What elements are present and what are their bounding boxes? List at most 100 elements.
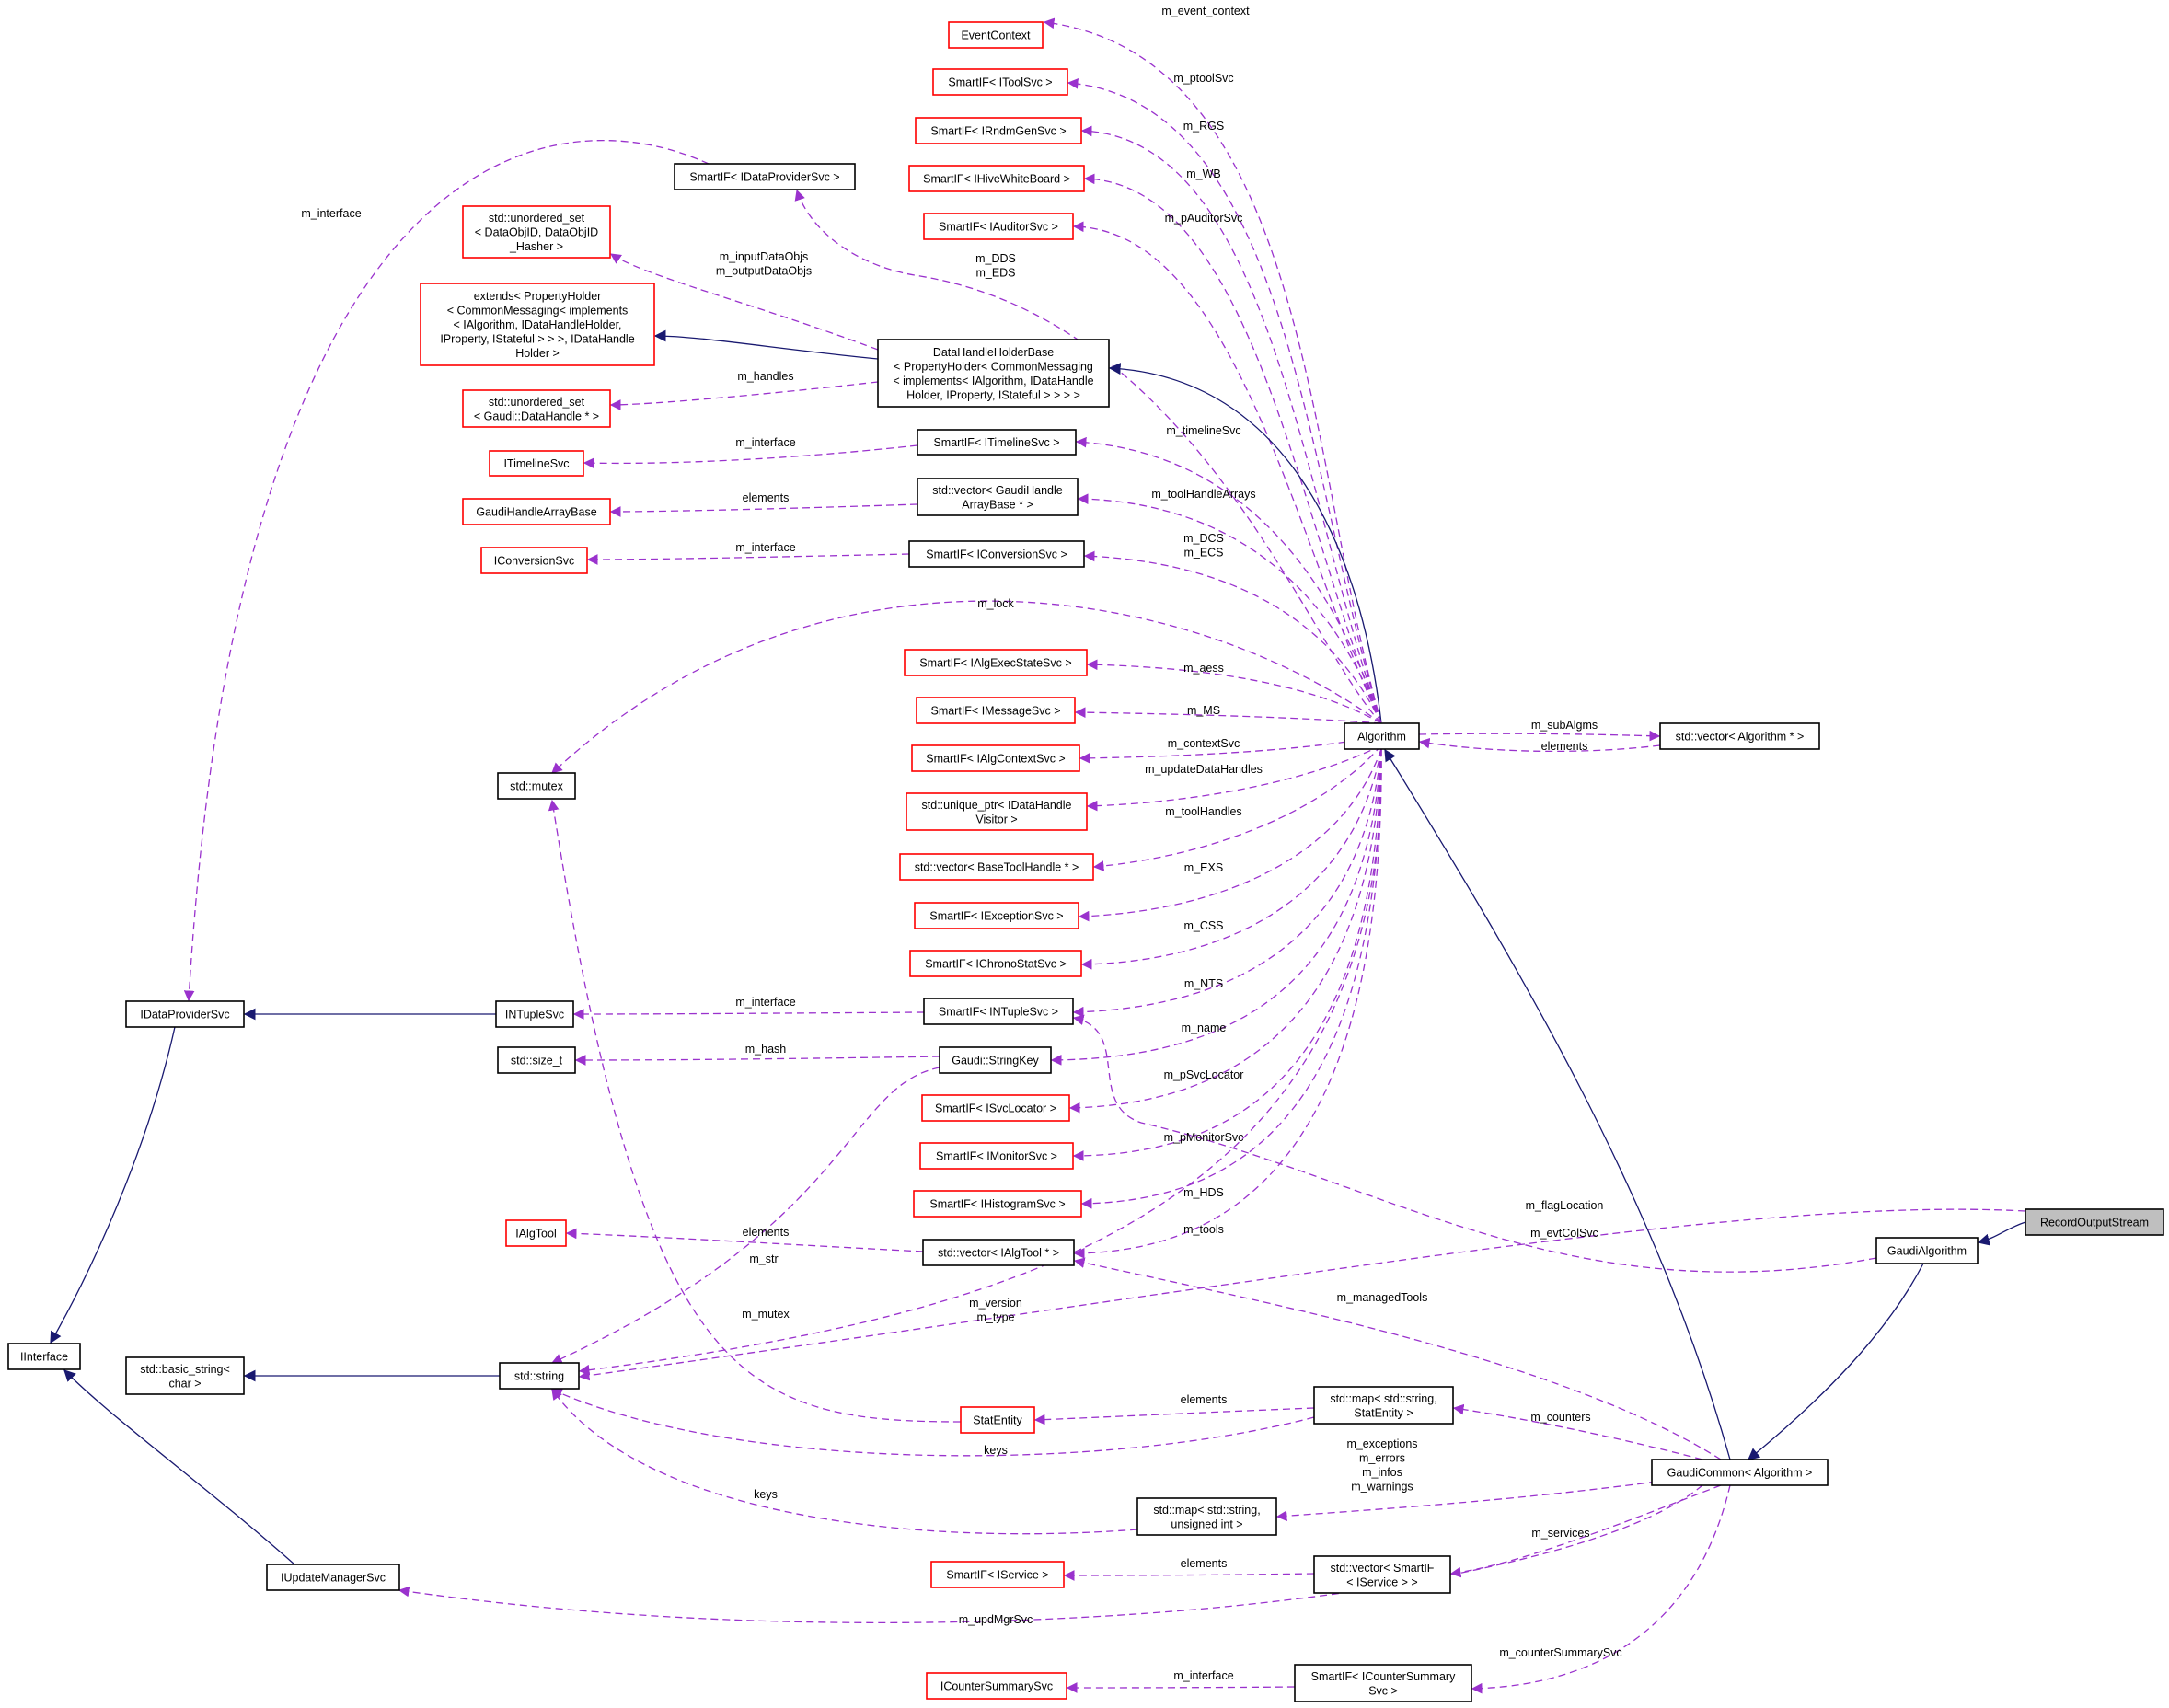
node-box xyxy=(1313,1555,1451,1594)
class-node-gaudihandlearraybase[interactable]: GaudiHandleArrayBase xyxy=(462,498,611,525)
class-node-smartif-ialgexecstatesvc[interactable]: SmartIF< IAlgExecStateSvc > xyxy=(904,649,1088,676)
edge-label-updatedatahandles: m_updateDataHandles xyxy=(1145,763,1263,776)
edge-label-mutex-stat: m_mutex xyxy=(742,1308,790,1321)
usage-edge-aess xyxy=(1086,659,1382,724)
class-node-smartif-ihivewhiteboard[interactable]: SmartIF< IHiveWhiteBoard > xyxy=(908,165,1085,192)
usage-edge-elements-service xyxy=(1063,1570,1315,1581)
class-node-idataprovidersvc[interactable]: IDataProviderSvc xyxy=(125,1000,245,1028)
class-node-vector-algorithm[interactable]: std::vector< Algorithm * > xyxy=(1659,722,1820,750)
class-node-unordered-set-datahandle[interactable]: std::unordered_set< Gaudi::DataHandle * … xyxy=(462,389,611,428)
class-node-algorithm[interactable]: Algorithm xyxy=(1344,722,1420,750)
edge-label-psvclocator: m_pSvcLocator xyxy=(1164,1068,1244,1081)
class-node-smartif-ihistogramsvc[interactable]: SmartIF< IHistogramSvc > xyxy=(913,1190,1082,1218)
edge-label-subalgms: m_subAlgms xyxy=(1531,719,1598,732)
usage-edge-toolhandles xyxy=(1092,744,1382,871)
class-node-unordered-set-dataobjid[interactable]: std::unordered_set< DataObjID, DataObjID… xyxy=(462,205,611,259)
node-label: SmartIF< IHiveWhiteBoard > xyxy=(923,173,1070,186)
edge-label-contextsvc: m_contextSvc xyxy=(1168,737,1240,750)
class-node-gaudialgorithm[interactable]: GaudiAlgorithm xyxy=(1875,1237,1979,1264)
class-node-datahandleholderbase[interactable]: DataHandleHolderBase< PropertyHolder< Co… xyxy=(877,339,1110,408)
class-node-map-string-unsignedint[interactable]: std::map< std::string,unsigned int > xyxy=(1136,1497,1277,1536)
node-box xyxy=(499,1362,580,1390)
usage-edge-iface-countersummary xyxy=(1066,1682,1296,1693)
class-node-smartif-iservice[interactable]: SmartIF< IService > xyxy=(930,1561,1065,1588)
inheritance-edge-inherit-dataprov-iface xyxy=(50,1026,176,1344)
usage-edge-iface-timeline xyxy=(583,444,918,469)
class-node-basic-string-char[interactable]: std::basic_string<char > xyxy=(125,1356,245,1395)
node-box xyxy=(1294,1664,1472,1702)
class-node-statentity[interactable]: StatEntity xyxy=(960,1406,1035,1434)
class-node-smartif-isvclocator[interactable]: SmartIF< ISvcLocator > xyxy=(921,1094,1070,1122)
node-label: EventContext xyxy=(961,29,1031,42)
class-node-smartif-intuplesvc[interactable]: SmartIF< INTupleSvc > xyxy=(923,998,1074,1025)
node-label: StatEntity xyxy=(973,1414,1022,1427)
class-node-smartif-itimelinesvc[interactable]: SmartIF< ITimelineSvc > xyxy=(917,429,1077,456)
node-label: std::map< std::string,unsigned int > xyxy=(1153,1504,1260,1531)
class-node-vector-smartif-iservice[interactable]: std::vector< SmartIF< IService > > xyxy=(1313,1555,1451,1594)
edge-label-name: m_name xyxy=(1182,1021,1227,1034)
inheritance-edge-inherit-dhhb xyxy=(1108,363,1382,724)
class-node-intuplesvc[interactable]: INTupleSvc xyxy=(495,1000,574,1028)
node-label: ICounterSummarySvc xyxy=(940,1680,1053,1693)
class-node-smartif-itoolsvc[interactable]: SmartIF< IToolSvc > xyxy=(932,68,1068,96)
class-node-recordoutputstream[interactable]: RecordOutputStream xyxy=(2025,1208,2164,1236)
node-box xyxy=(919,1142,1074,1170)
class-node-extends-propertyholder[interactable]: extends< PropertyHolder< CommonMessaging… xyxy=(420,283,655,366)
class-node-smartif-iexceptionsvc[interactable]: SmartIF< IExceptionSvc > xyxy=(914,902,1079,929)
edge-label-str: m_str xyxy=(749,1252,778,1265)
class-node-ialgtool[interactable]: IAlgTool xyxy=(505,1219,567,1247)
class-node-vector-basetoolhandle[interactable]: std::vector< BaseToolHandle * > xyxy=(899,853,1094,881)
class-node-std-string[interactable]: std::string xyxy=(499,1362,580,1390)
edge-label-evtcolsvc: m_evtColSvc xyxy=(1530,1227,1598,1240)
usage-edge-subalgms xyxy=(1418,730,1661,742)
node-box xyxy=(908,165,1085,192)
class-node-vector-ialgtool[interactable]: std::vector< IAlgTool * > xyxy=(922,1239,1075,1266)
class-node-std-size-t[interactable]: std::size_t xyxy=(497,1046,576,1074)
class-node-smartif-irndmgensvc[interactable]: SmartIF< IRndmGenSvc > xyxy=(915,117,1082,144)
class-node-smartif-ichronostatsvc[interactable]: SmartIF< IChronoStatSvc > xyxy=(909,950,1082,977)
class-node-std-mutex[interactable]: std::mutex xyxy=(497,772,576,800)
usage-edge-psvclocator xyxy=(1068,748,1382,1114)
class-node-smartif-iauditorsvc[interactable]: SmartIF< IAuditorSvc > xyxy=(923,213,1074,240)
class-node-event-context[interactable]: EventContext xyxy=(948,21,1044,49)
node-box xyxy=(462,389,611,428)
class-node-gaudi-stringkey[interactable]: Gaudi::StringKey xyxy=(939,1046,1052,1074)
class-node-iupdatemanagersvc[interactable]: IUpdateManagerSvc xyxy=(266,1564,400,1591)
edge-label-lock: m_lock xyxy=(977,597,1014,610)
usage-edge-elements-algtool xyxy=(565,1228,924,1252)
node-box xyxy=(923,213,1074,240)
usage-edge-toolhandlearrays xyxy=(1077,493,1382,724)
edge-label-iface-ntuple: m_interface xyxy=(735,996,795,1009)
class-node-map-string-statentity[interactable]: std::map< std::string,StatEntity > xyxy=(1313,1386,1454,1425)
usage-edge-evtcolsvc xyxy=(1072,1014,1877,1273)
edge-label-pmonitorsvc: m_pMonitorSvc xyxy=(1164,1131,1244,1144)
edge-label-services: m_services xyxy=(1531,1527,1589,1540)
class-node-iinterface[interactable]: IInterface xyxy=(7,1343,81,1370)
edge-label-css: m_CSS xyxy=(1183,919,1223,932)
class-node-iconversionsvc[interactable]: IConversionSvc xyxy=(480,547,588,574)
usage-edge-hds xyxy=(1080,748,1382,1209)
class-node-smartif-idataprovidersvc[interactable]: SmartIF< IDataProviderSvc > xyxy=(674,163,856,190)
class-node-smartif-imonitorsvc[interactable]: SmartIF< IMonitorSvc > xyxy=(919,1142,1074,1170)
edge-label-exs: m_EXS xyxy=(1184,861,1223,874)
node-label: std::vector< BaseToolHandle * > xyxy=(915,861,1079,874)
usage-edge-handles xyxy=(609,381,879,410)
node-box xyxy=(917,478,1079,516)
class-node-itimelinesvc[interactable]: ITimelineSvc xyxy=(489,450,584,477)
class-node-smartif-imessagesvc[interactable]: SmartIF< IMessageSvc > xyxy=(916,697,1076,724)
class-node-icountersummarysvc[interactable]: ICounterSummarySvc xyxy=(926,1672,1067,1700)
usage-edge-timelinesvc xyxy=(1075,436,1382,724)
class-node-smartif-iconversionsvc[interactable]: SmartIF< IConversionSvc > xyxy=(908,540,1085,568)
node-box xyxy=(266,1564,400,1591)
edge-label-tools: m_tools xyxy=(1183,1223,1224,1236)
edge-label-aess: m_aess xyxy=(1183,662,1224,675)
class-node-gaudicommon-algorithm[interactable]: GaudiCommon< Algorithm > xyxy=(1651,1459,1829,1486)
class-node-smartif-ialgcontextsvc[interactable]: SmartIF< IAlgContextSvc > xyxy=(911,744,1080,772)
node-box xyxy=(913,1190,1082,1218)
